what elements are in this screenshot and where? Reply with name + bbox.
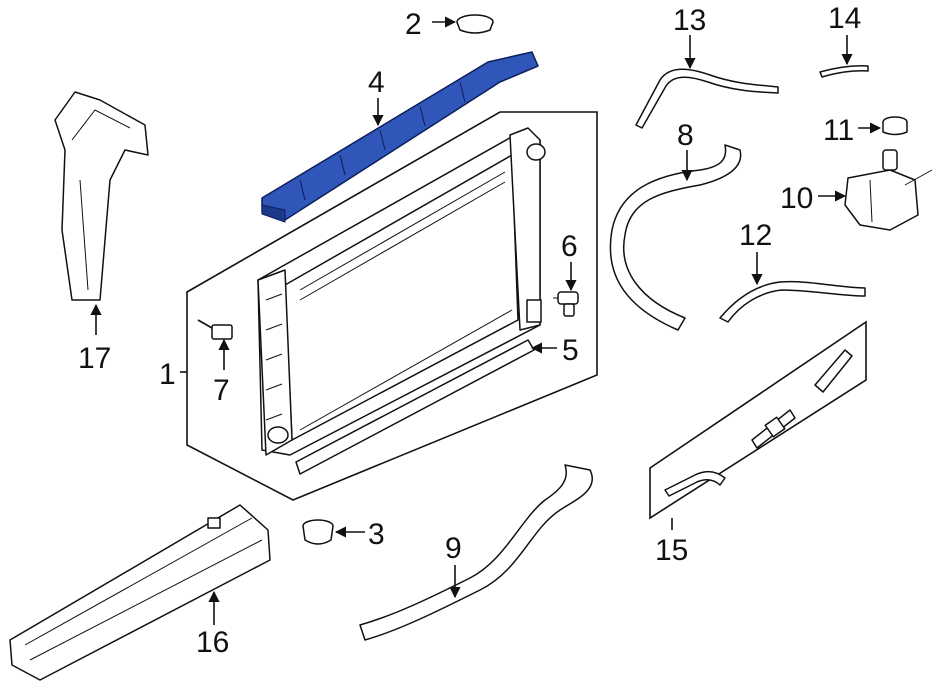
callout-1: 1	[159, 358, 176, 391]
radiator-right-tank	[509, 127, 541, 331]
radiator-assembly-group	[186, 111, 598, 501]
lower-deflector	[9, 504, 271, 681]
callout-13: 13	[673, 4, 706, 37]
callout-12: 12	[739, 219, 772, 252]
callout-3: 3	[368, 518, 385, 551]
reservoir-cap	[882, 116, 908, 136]
callout-5: 5	[562, 334, 579, 367]
grommet-2	[456, 14, 494, 34]
callout-15: 15	[655, 534, 688, 567]
group-outline	[186, 111, 598, 501]
reservoir-tank	[844, 149, 933, 231]
air-guide	[54, 91, 149, 301]
lower-hose	[359, 464, 593, 641]
temperature-sensor	[197, 319, 233, 340]
callout-8: 8	[677, 119, 694, 152]
callout-11: 11	[823, 114, 854, 147]
drain-plug	[553, 291, 579, 317]
small-hose	[819, 65, 869, 78]
hose-kit-group	[649, 320, 867, 520]
callout-4: 4	[368, 66, 385, 99]
callout-14: 14	[828, 2, 861, 35]
radiator-left-tank	[257, 269, 293, 456]
bypass-hose	[635, 68, 779, 129]
upper-hose	[609, 144, 742, 331]
grommet-3	[302, 519, 334, 545]
callout-16: 16	[196, 626, 229, 659]
upper-air-seal-highlighted	[261, 51, 539, 223]
radiator-lower-outlet	[267, 426, 289, 444]
callout-2: 2	[405, 8, 422, 41]
callout-7: 7	[213, 374, 230, 407]
overflow-hose	[719, 280, 866, 323]
radiator-upper-outlet	[526, 143, 546, 161]
callout-6: 6	[561, 230, 578, 263]
callout-9: 9	[445, 532, 462, 565]
callout-17: 17	[78, 342, 111, 375]
leader-lines	[90, 16, 882, 625]
radiator-lower-bracket	[526, 299, 542, 323]
callout-10: 10	[780, 182, 813, 215]
